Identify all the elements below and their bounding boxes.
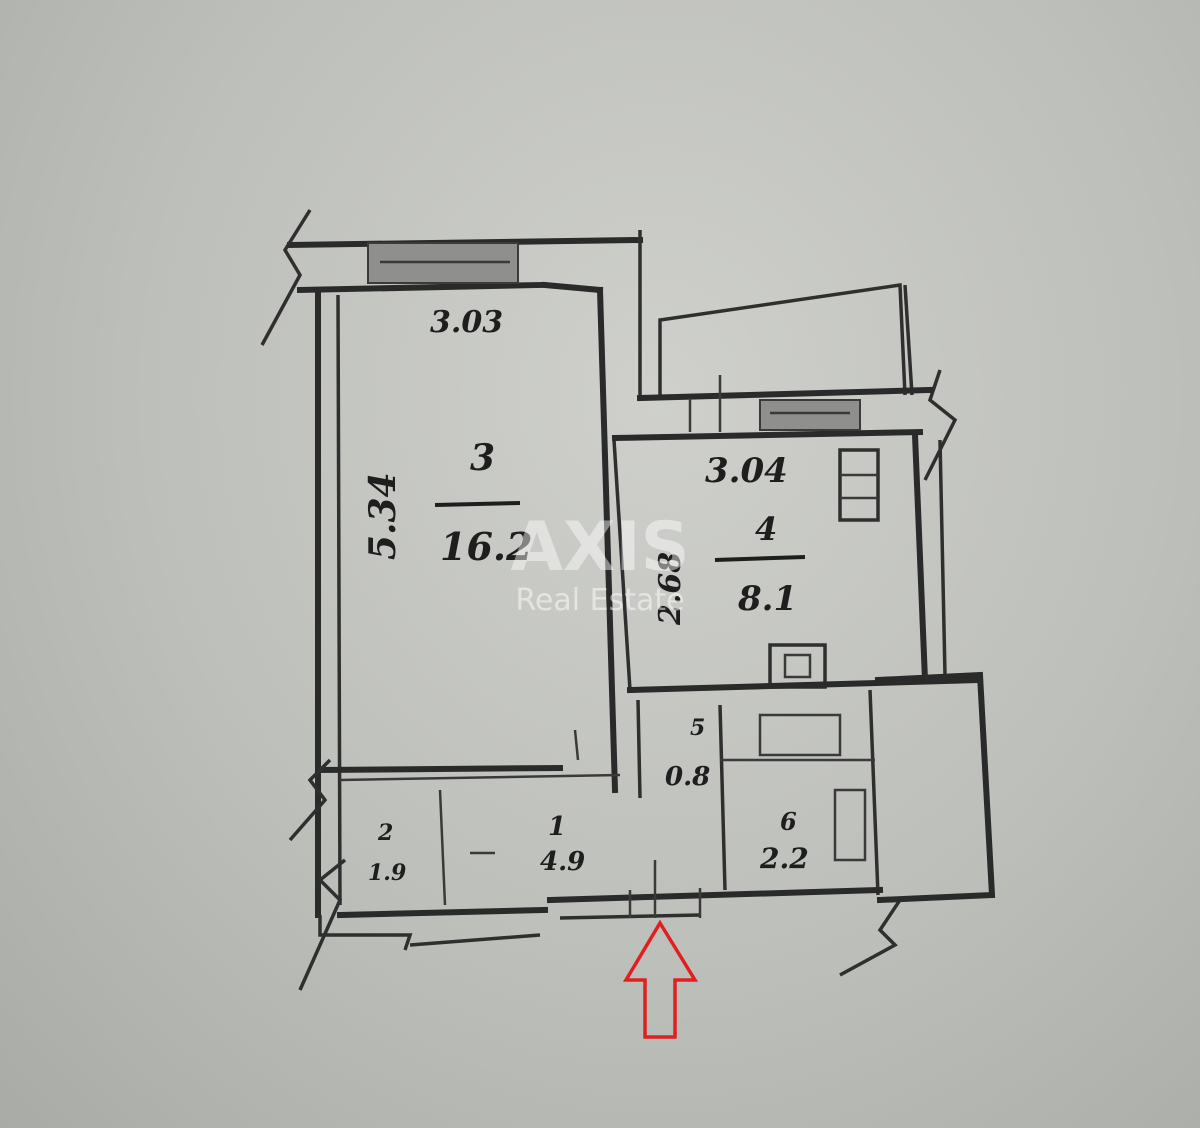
break-lines (260, 209, 958, 991)
watermark-brand: AXIS (510, 508, 689, 587)
room-4-width-dim: 3.04 (705, 451, 788, 491)
entrance-arrow-icon (622, 919, 699, 1039)
room-3-area: 16.2 (440, 524, 533, 569)
corridor-walls (318, 729, 884, 951)
room-1-number: 1 (548, 812, 566, 842)
balcony (658, 282, 914, 396)
room-1-area: 4.9 (540, 847, 585, 877)
room-3-length-dim: 5.34 (362, 472, 404, 560)
room-6-area: 2.2 (759, 842, 809, 875)
room-4-fraction-bar (714, 555, 806, 562)
room-3-walls (286, 230, 644, 918)
bath-walls (636, 689, 880, 896)
room-2-area: 1.9 (368, 860, 406, 886)
room-4-walls (611, 375, 984, 694)
room-3-number: 3 (470, 437, 495, 479)
right-block (874, 671, 996, 904)
room-6-number: 6 (780, 807, 797, 836)
room-3-width-dim: 3.03 (430, 305, 503, 340)
room-5-number: 5 (690, 715, 705, 741)
room-5-area: 0.8 (665, 762, 710, 792)
room-4-area: 8.1 (737, 579, 797, 619)
watermark-subtitle: Real Estate (515, 583, 684, 618)
room-3-fraction-bar (434, 501, 521, 507)
room-4-number: 4 (755, 510, 777, 548)
room-2-number: 2 (377, 820, 393, 846)
room-4-length-dim: 2.68 (653, 552, 688, 626)
